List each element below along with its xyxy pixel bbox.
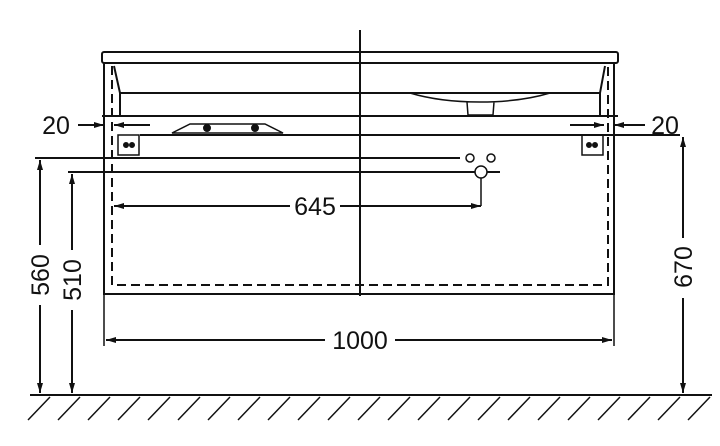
label-gap-left: 20 [42,112,70,140]
hatch-line [297,396,321,421]
hatch-line [117,396,141,421]
hatch-line [357,396,381,421]
hatch-line [687,396,711,421]
bracket-right [581,134,604,156]
hatch-line [387,396,411,421]
floor-hatching [27,396,711,421]
rail-screw [203,124,211,132]
bracket-hole [123,142,129,148]
hatch-line [237,396,261,421]
label-670: 670 [670,246,698,288]
mounting-rail [171,123,284,134]
bracket-hole [592,142,598,148]
bracket-left [117,134,140,156]
label-gap-right: 20 [651,112,679,140]
bracket-hole [129,142,135,148]
label-510: 510 [59,259,87,301]
hatch-line [177,396,201,421]
label-1000: 1000 [332,327,388,355]
basin-side-right [599,65,606,116]
hatch-line [657,396,681,421]
rail-screw [251,124,259,132]
bracket-hole [586,142,592,148]
label-645: 645 [294,193,336,221]
hatch-line [447,396,471,421]
hatch-line [477,396,501,421]
hatch-line [537,396,561,421]
drain-icon [474,165,488,179]
hatch-line [567,396,591,421]
hatch-line [597,396,621,421]
water-inlet-icon [486,153,496,163]
water-inlet-icon [465,153,475,163]
hatch-line [267,396,291,421]
hatch-line [87,396,111,421]
hatch-line [507,396,531,421]
hatch-line [627,396,651,421]
hatch-line [207,396,231,421]
hatch-line [147,396,171,421]
basin-side-left [113,65,121,116]
label-560: 560 [27,254,55,296]
basin-bowl [409,92,551,116]
hatch-line [27,396,51,421]
hatch-line [327,396,351,421]
hatch-line [417,396,441,421]
hatch-line [57,396,81,421]
